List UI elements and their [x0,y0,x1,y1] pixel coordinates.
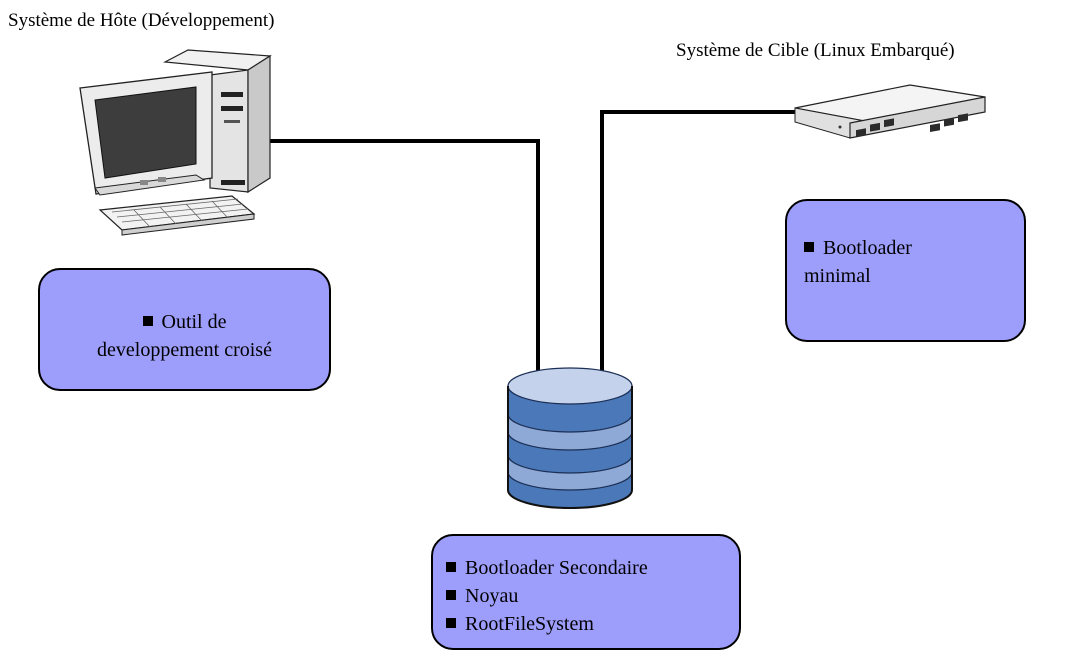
storage-item-rootfs: RootFileSystem [465,613,594,635]
host-box-line-1: Outil de [161,311,227,333]
host-system-title: Système de Hôte (Développement) [8,10,275,31]
bullet-icon [446,590,456,600]
list-item: Bootloader Secondaire [446,554,729,582]
target-system-title: Système de Cible (Linux Embarqué) [676,40,955,61]
target-box-line-2: minimal [804,265,871,287]
host-tools-box: Outil de developpement croisé [38,268,331,391]
embedded-router-icon [794,84,986,139]
host-to-storage-link [264,139,540,372]
list-item: RootFileSystem [446,610,729,638]
bullet-icon [446,562,456,572]
bullet-icon [142,316,153,326]
target-box-line-1: Bootloader [823,237,912,259]
storage-item-kernel: Noyau [465,585,519,607]
list-item: Noyau [446,582,729,610]
database-cylinder-icon [507,367,633,509]
target-to-storage-link [600,110,806,372]
bullet-icon [446,618,456,628]
desktop-computer-icon [79,49,272,236]
storage-item-bootloader: Bootloader Secondaire [465,557,648,579]
target-bootloader-box: Bootloader minimal [785,199,1026,342]
bullet-icon [804,242,814,252]
storage-contents-box: Bootloader Secondaire Noyau RootFileSyst… [431,534,741,650]
host-box-line-2: developpement croisé [97,339,272,361]
